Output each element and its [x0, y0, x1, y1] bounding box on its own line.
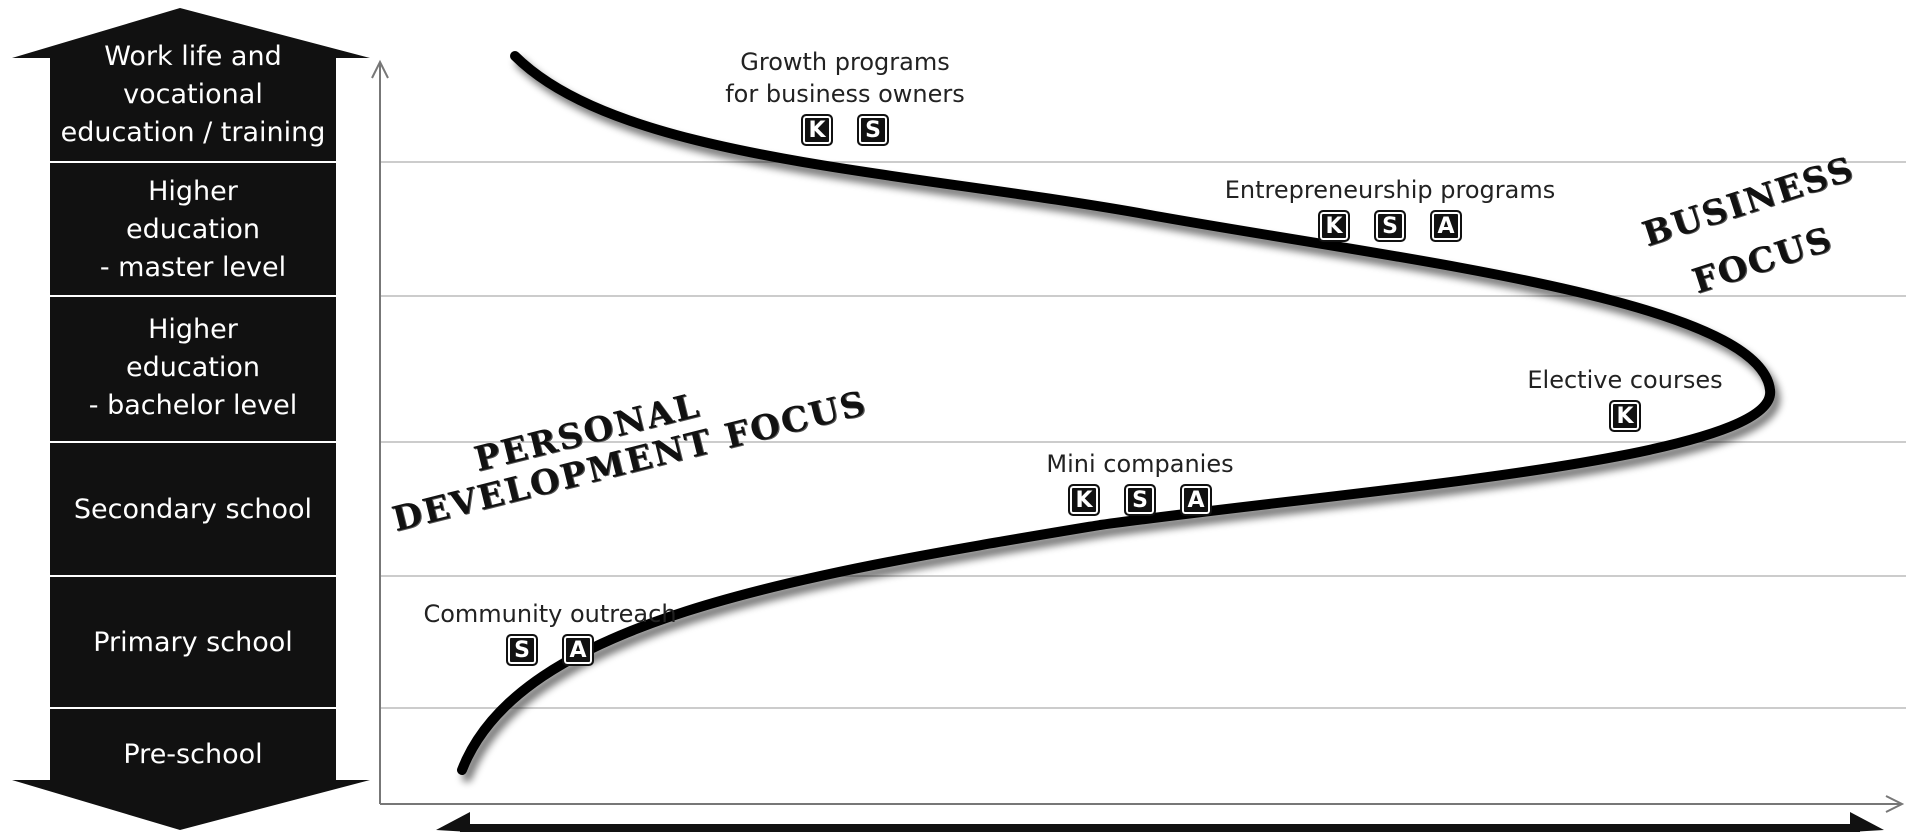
program-community-outreach-title: Community outreach	[423, 600, 677, 628]
level-column-arrow	[12, 8, 370, 830]
level-higher-education-bachelor: Higher education - bachelor level	[88, 314, 298, 421]
badge-knowledge: K	[1318, 210, 1350, 242]
badge-skills: S	[1124, 484, 1156, 516]
program-community-outreach-badges: S A	[415, 634, 685, 666]
badge-knowledge: K	[1068, 484, 1100, 516]
program-mini-companies-title: Mini companies	[1046, 450, 1234, 478]
education-levels: Work life and vocational education / tra…	[0, 0, 380, 832]
program-elective-title: Elective courses	[1527, 366, 1723, 394]
level-higher-education-master: Higher education - master level	[99, 176, 287, 283]
program-entrepreneurship-title: Entrepreneurship programs	[1224, 176, 1556, 204]
badge-attitudes: A	[562, 634, 594, 666]
gridlines	[380, 161, 1906, 709]
program-growth-title: Growth programs for business owners	[725, 48, 965, 108]
badge-skills: S	[857, 114, 889, 146]
program-mini-companies-badges: K S A	[1020, 484, 1260, 516]
bottom-arrow	[436, 812, 1884, 832]
program-community-outreach: Community outreach S A	[415, 598, 685, 666]
program-entrepreneurship: Entrepreneurship programs K S A	[1210, 174, 1570, 242]
level-work-life: Work life and vocational education / tra…	[60, 41, 326, 148]
badge-skills: S	[1374, 210, 1406, 242]
program-elective-badges: K	[1510, 400, 1740, 432]
badge-skills: S	[506, 634, 538, 666]
program-elective: Elective courses K	[1510, 364, 1740, 432]
badge-attitudes: A	[1430, 210, 1462, 242]
level-primary-school: Primary school	[93, 627, 293, 658]
level-pre-school: Pre-school	[123, 739, 263, 770]
badge-knowledge: K	[801, 114, 833, 146]
level-secondary-school: Secondary school	[73, 494, 313, 525]
program-growth: Growth programs for business owners K S	[700, 46, 990, 146]
program-growth-badges: K S	[700, 114, 990, 146]
focus-curve	[457, 51, 1776, 775]
badge-attitudes: A	[1180, 484, 1212, 516]
level-separators	[50, 161, 336, 709]
badge-knowledge: K	[1609, 400, 1641, 432]
axes	[371, 59, 1905, 813]
program-mini-companies: Mini companies K S A	[1020, 448, 1260, 516]
program-entrepreneurship-badges: K S A	[1210, 210, 1570, 242]
